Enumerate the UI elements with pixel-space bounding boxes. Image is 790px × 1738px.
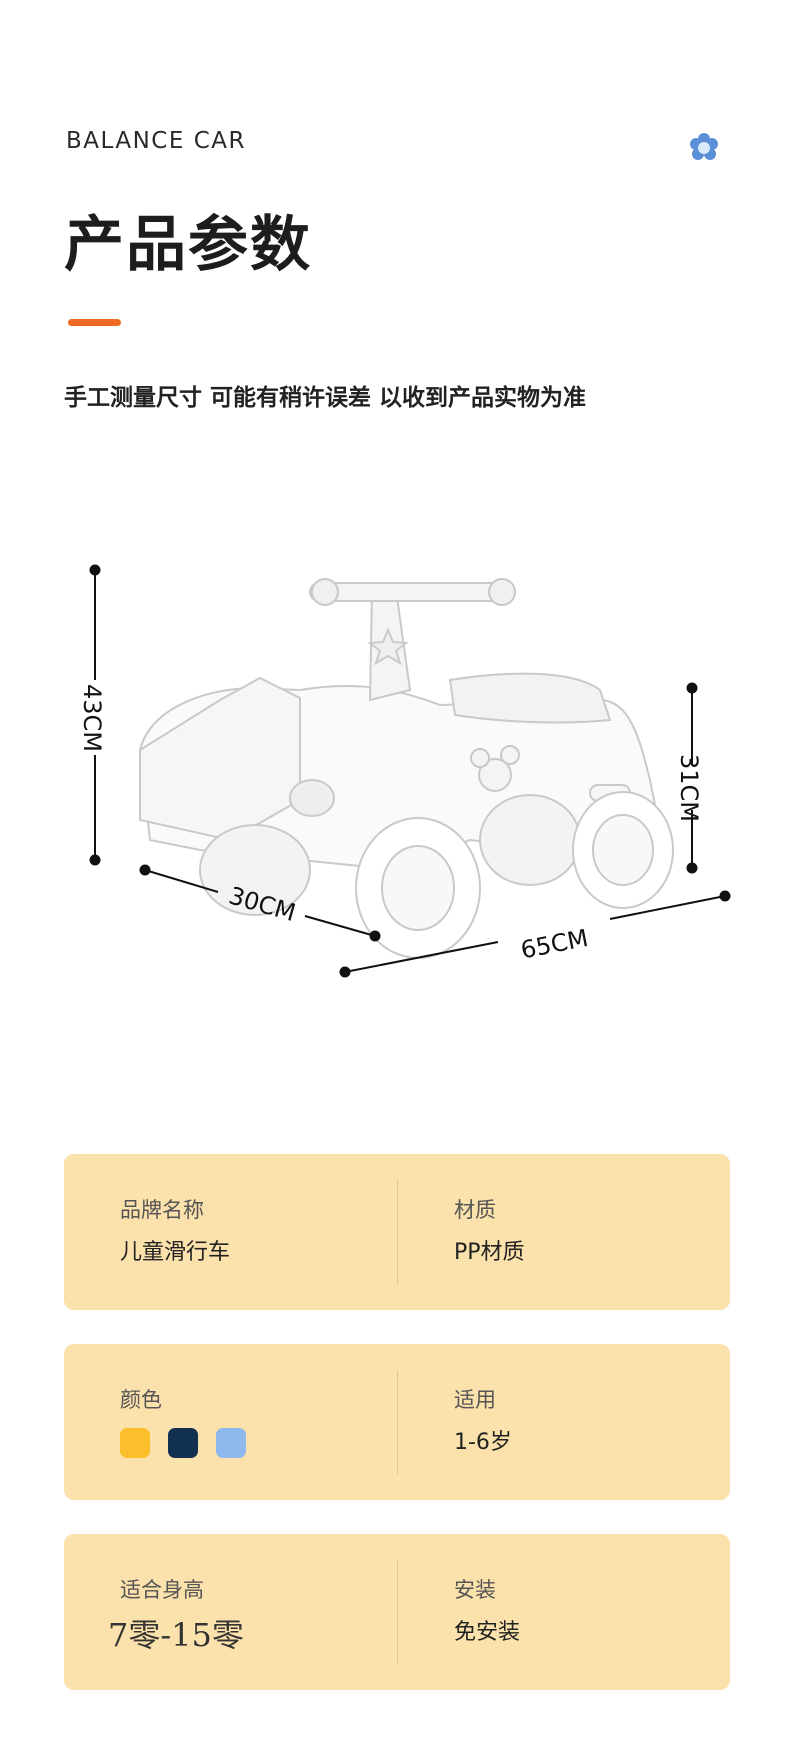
flower-icon (690, 133, 718, 160)
subtitle-note: 手工测量尺寸 可能有稍许误差 以收到产品实物为准 (64, 385, 587, 411)
eyebrow-text: BALANCE CAR (66, 128, 246, 154)
color-swatches (120, 1428, 246, 1458)
balance-car-illustration (138, 578, 674, 959)
spec-label: 适合身高 (120, 1578, 204, 1602)
card-divider (397, 1180, 398, 1284)
spec-label: 材质 (454, 1198, 496, 1222)
spec-card-brand-material: 品牌名称 儿童滑行车 材质 PP材质 (64, 1154, 730, 1310)
spec-label: 适用 (454, 1388, 496, 1412)
spec-brand: 品牌名称 儿童滑行车 (120, 1154, 410, 1310)
spec-material: 材质 PP材质 (454, 1154, 744, 1310)
spec-card-color-age: 颜色 适用 1-6岁 (64, 1344, 730, 1500)
accent-bar (68, 319, 121, 326)
dimension-length-label: 65CM (518, 924, 590, 964)
spec-color: 颜色 (120, 1344, 410, 1500)
spec-value: 儿童滑行车 (120, 1240, 231, 1265)
card-divider (397, 1560, 398, 1664)
spec-install: 安装 免安装 (454, 1534, 744, 1690)
dimension-height-label: 43CM (78, 684, 106, 752)
color-swatch-light-blue (216, 1428, 246, 1458)
dimension-seat-height-label: 31CM (675, 754, 703, 822)
product-dimension-figure: 43CM 31CM 30CM 65CM (78, 564, 731, 978)
spec-height: 适合身高 7零-15零 (108, 1534, 410, 1690)
spec-value: PP材质 (454, 1240, 525, 1265)
card-divider (397, 1370, 398, 1474)
spec-label: 品牌名称 (120, 1198, 204, 1222)
spec-card-height-install: 适合身高 7零-15零 安装 免安装 (64, 1534, 730, 1690)
spec-label: 颜色 (120, 1388, 162, 1412)
spec-value: 7零-15零 (108, 1616, 244, 1654)
color-swatch-navy (168, 1428, 198, 1458)
spec-label: 安装 (454, 1578, 496, 1602)
page-title: 产品参数 (64, 210, 312, 280)
spec-value: 1-6岁 (454, 1430, 512, 1455)
color-swatch-yellow (120, 1428, 150, 1458)
spec-age: 适用 1-6岁 (454, 1344, 744, 1500)
spec-value: 免安装 (454, 1620, 521, 1645)
